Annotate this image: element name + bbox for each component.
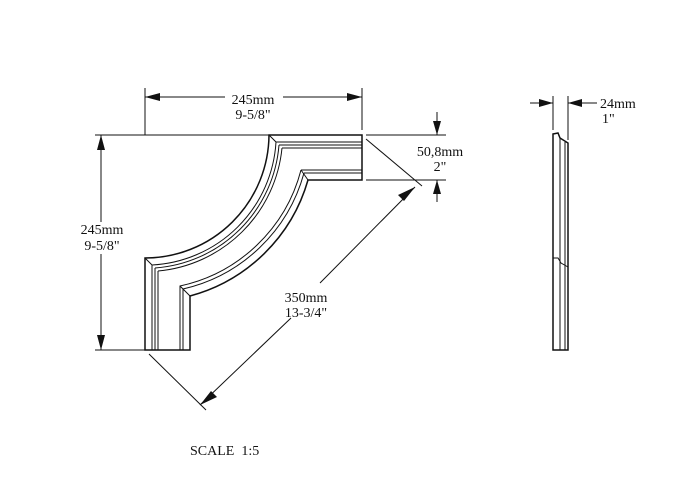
width-dimension — [144, 88, 363, 135]
profile-width-dimension — [366, 112, 446, 202]
height-mm-label: 245mm — [81, 223, 124, 238]
diagonal-dimension — [148, 138, 423, 411]
height-dimension — [78, 134, 269, 351]
thickness-dimension — [530, 96, 597, 140]
scale-label: SCALE 1:5 — [190, 444, 259, 459]
height-inch-label: 9-5/8" — [84, 239, 119, 254]
corner-piece-side-view — [552, 132, 569, 351]
width-inch-label: 9-5/8" — [235, 108, 270, 123]
profile-width-mm-label: 50,8mm — [417, 145, 463, 160]
profile-width-inch-label: 2" — [434, 160, 447, 175]
diagonal-inch-label: 13-3/4" — [285, 306, 327, 321]
thickness-inch-label: 1" — [602, 112, 615, 127]
width-mm-label: 245mm — [232, 93, 275, 108]
corner-piece-front-view — [144, 134, 363, 351]
thickness-mm-label: 24mm — [600, 97, 636, 112]
diagonal-mm-label: 350mm — [285, 291, 328, 306]
